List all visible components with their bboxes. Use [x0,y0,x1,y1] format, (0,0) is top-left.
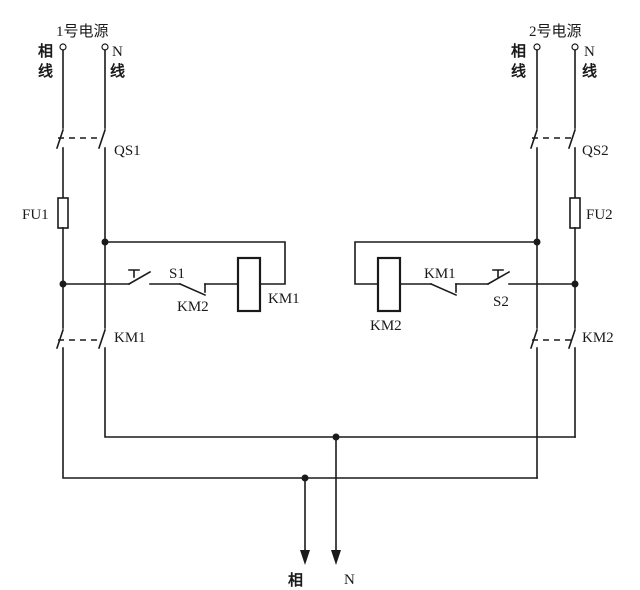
source-1-phase-label-bottom: 线 [38,62,53,80]
right-control-phase-return [354,241,538,285]
source-1-phase-terminal [59,43,67,51]
source-2-title: 2号电源 [529,23,582,40]
km1-interlock-blade [429,282,458,297]
junction-left-neutral-control [101,238,109,246]
source-1-phase-label-top: 相 [38,42,53,60]
qs2-label: QS2 [582,143,609,159]
qs1-label: QS1 [114,143,141,159]
source-1-title: 1号电源 [56,23,109,40]
source-2-neutral-label-bottom: 线 [582,62,597,80]
source-1-neutral-terminal [101,43,109,51]
fu1-label: FU1 [22,207,49,223]
km1-interlock-label: KM1 [424,266,456,282]
qs2-neutral-blade [567,128,577,150]
left-control-neutral-return [104,241,286,285]
junction-right-phase-control [533,238,541,246]
s2-pushbutton-blade [486,270,511,286]
output-phase-label: 相 [288,571,303,589]
fu1-fuse [57,197,69,229]
km2-main-contact-neutral-blade [567,328,577,350]
source-2: 2号电源 相 线 N 线 [511,23,597,80]
source-2-neutral-terminal [571,43,579,51]
s1-pushbutton-blade [127,270,152,286]
km1-coil [236,256,262,313]
km2-interlock-blade [178,282,207,297]
s1-label: S1 [169,266,185,282]
junction-neutral-output [332,433,340,441]
output-neutral-arrow-icon [331,550,341,565]
source-2-phase-label-top: 相 [511,42,526,60]
source-2-phase-terminal [533,43,541,51]
source-1-neutral-label-top: N [112,44,123,60]
km1-main-contact-neutral-blade [97,328,107,350]
km2-coil-label: KM2 [370,318,402,334]
source-2-phase-label-bottom: 线 [511,62,526,80]
junction-left-phase-control [59,280,67,288]
km2-main-contact-phase-blade [529,328,539,350]
km1-coil-label: KM1 [268,291,300,307]
junction-right-neutral-control [571,280,579,288]
fu2-fuse [569,197,581,229]
junction-phase-output [301,474,309,482]
km2-coil [376,256,402,313]
fu2-label: FU2 [586,207,613,223]
km2-main-contact-label: KM2 [582,330,614,346]
s1-pushbutton-actuator [128,269,140,278]
qs1-phase-blade [55,128,65,150]
km2-interlock-label: KM2 [177,299,209,315]
output-phase-arrow-icon [300,550,310,565]
qs1-neutral-blade [97,128,107,150]
source-1: 1号电源 相 线 N 线 [38,23,125,80]
s2-label: S2 [493,294,509,310]
km1-main-contact-phase-blade [55,328,65,350]
source-2-neutral-label-top: N [584,44,595,60]
qs2-phase-blade [529,128,539,150]
neutral-output-bus [104,347,576,438]
km1-main-contact-label: KM1 [114,330,146,346]
s2-pushbutton-actuator [492,269,504,278]
phase-output-bus [62,347,538,479]
source-1-neutral-label-bottom: 线 [110,62,125,80]
output-neutral-label: N [344,572,355,588]
